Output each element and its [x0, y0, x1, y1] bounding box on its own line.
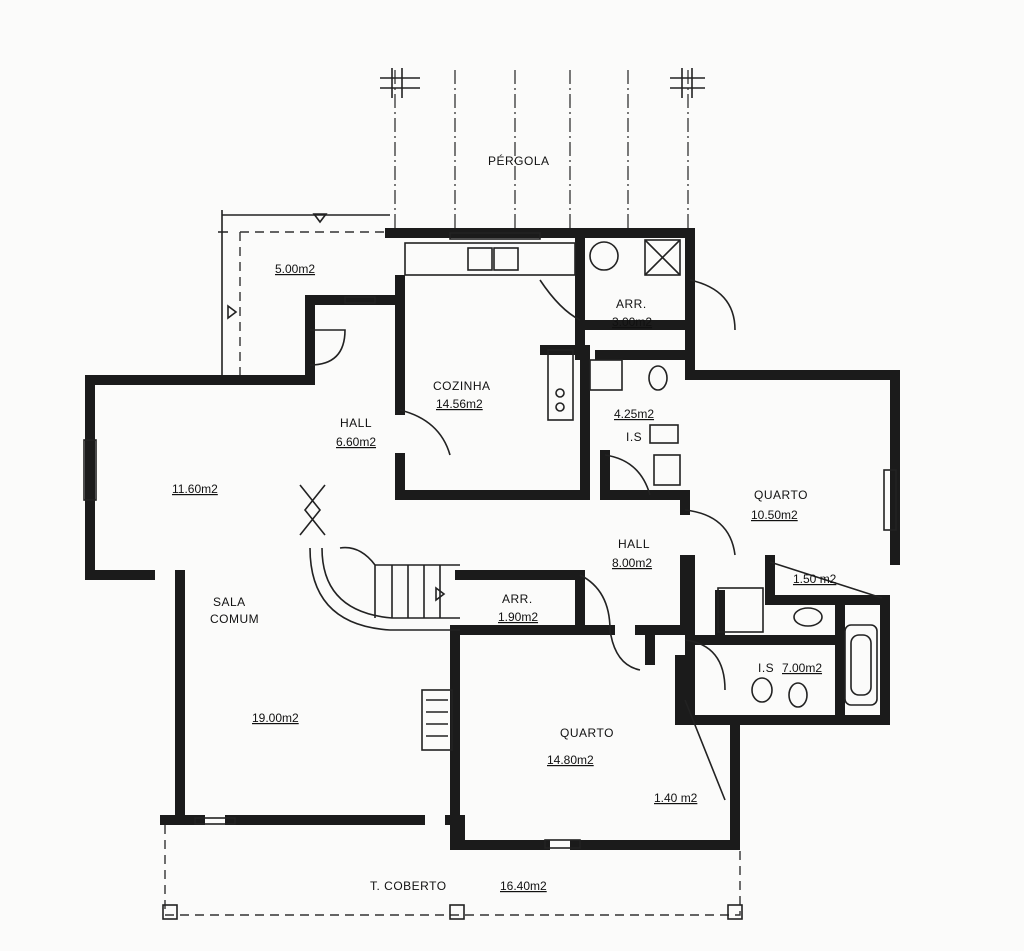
closet-bottom-area: 1.40 m2 — [654, 791, 698, 805]
terrace-top-area: 5.00m2 — [275, 262, 315, 276]
bedroom-bottom-area: 14.80m2 — [547, 753, 594, 767]
storage-top-name: ARR. — [616, 297, 647, 311]
sink-icon — [467, 247, 493, 271]
living-name-2: COMUM — [210, 612, 259, 626]
bath-small-name: I.S — [626, 430, 642, 444]
pergola-label: PÉRGOLA — [488, 153, 550, 168]
doors — [299, 279, 736, 691]
bath-small-area: 4.25m2 — [614, 407, 654, 421]
staircase — [309, 546, 460, 751]
stove-icon — [547, 349, 574, 421]
living-area: 19.00m2 — [252, 711, 299, 725]
shower-icon-2 — [717, 587, 764, 633]
living-name-1: SALA — [213, 595, 246, 609]
bedroom-right-name: QUARTO — [754, 488, 808, 502]
basin-icon — [649, 424, 679, 444]
covered-terrace-area: 16.40m2 — [500, 879, 547, 893]
storage-center-name: ARR. — [502, 592, 533, 606]
kitchen-area: 14.56m2 — [436, 397, 483, 411]
bedroom-right-area: 10.50m2 — [751, 508, 798, 522]
boiler-icon — [589, 241, 619, 271]
room-labels: ARR. 3.00m2 COZINHA 14.56m2 HALL 6.60m2 … — [172, 297, 837, 805]
storage-top-area: 3.00m2 — [612, 315, 652, 329]
bathroom-fixtures — [589, 359, 883, 801]
closet-right-area: 1.50 m2 — [793, 572, 837, 586]
pergola: PÉRGOLA — [380, 68, 705, 230]
covered-terrace: T. COBERTO 16.40m2 — [162, 825, 743, 920]
shower-icon — [589, 359, 623, 391]
kitchen-fixtures — [404, 239, 681, 421]
toilet-icon — [648, 365, 668, 391]
bath-large-name: I.S — [758, 661, 774, 675]
hall-center-name: HALL — [618, 537, 650, 551]
basin-icon-2 — [793, 607, 823, 627]
hall-center-area: 8.00m2 — [612, 556, 652, 570]
room-left-area: 11.60m2 — [172, 482, 218, 496]
bathtub-icon — [844, 624, 878, 706]
hall-left-area: 6.60m2 — [336, 435, 376, 449]
windows — [83, 232, 897, 849]
kitchen-name: COZINHA — [433, 379, 491, 393]
terrace-top: 5.00m2 — [218, 210, 390, 375]
bedroom-bottom-name: QUARTO — [560, 726, 614, 740]
covered-terrace-name: T. COBERTO — [370, 879, 447, 893]
hall-left-name: HALL — [340, 416, 372, 430]
walls — [85, 228, 900, 850]
storage-center-area: 1.90m2 — [498, 610, 538, 624]
toilet-icon-2 — [751, 677, 773, 703]
bidet-icon — [788, 682, 808, 708]
bath-large-area: 7.00m2 — [782, 661, 822, 675]
